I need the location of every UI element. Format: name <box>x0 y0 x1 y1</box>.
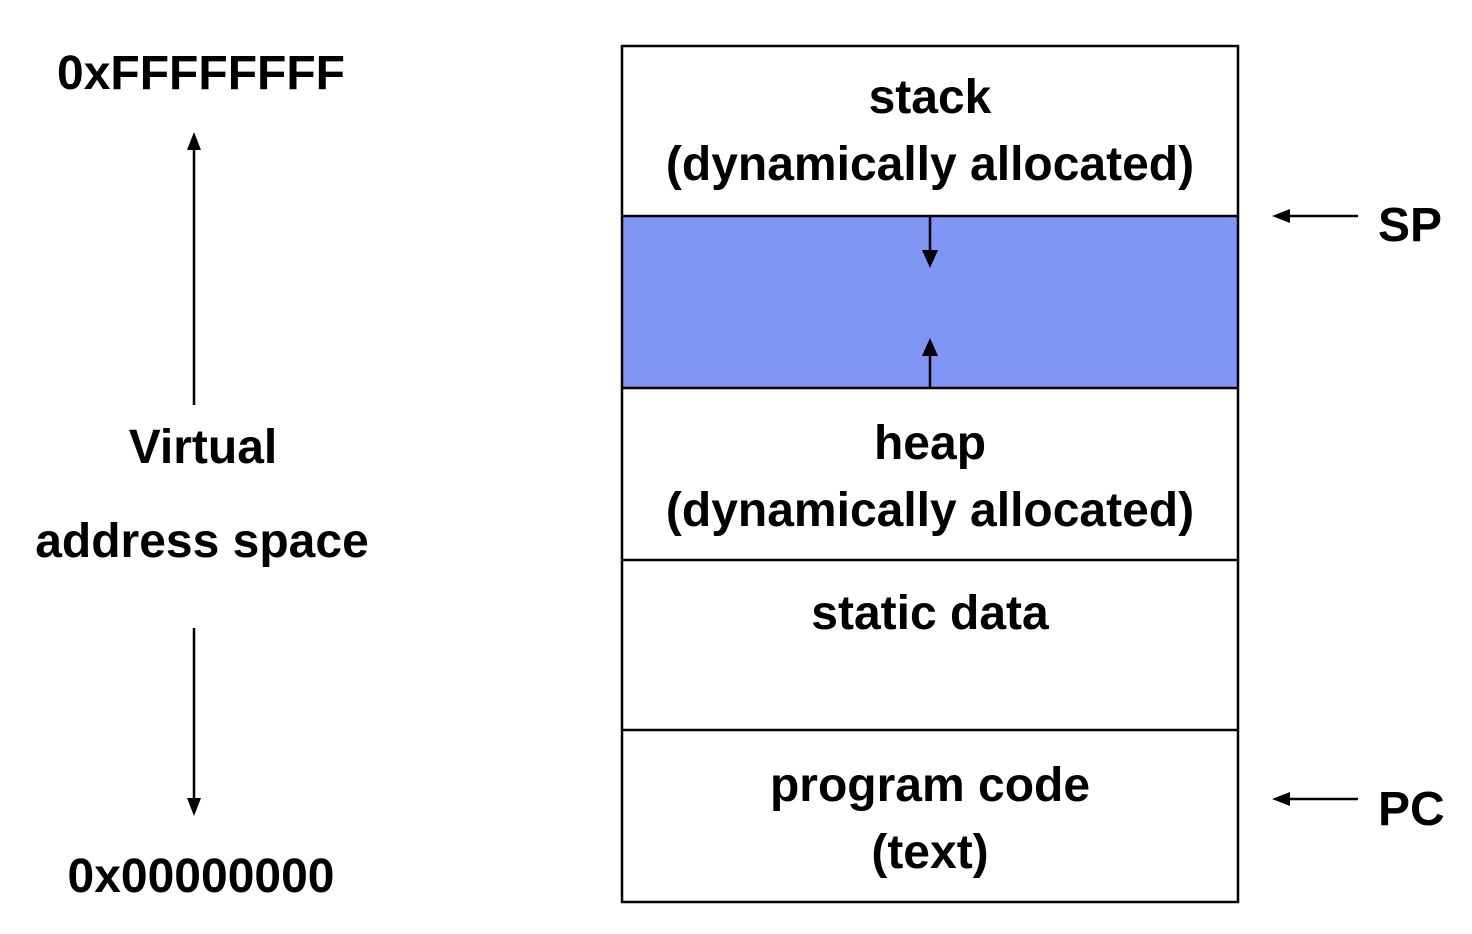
segment-code-title: program code <box>769 759 1091 812</box>
segment-stack-note: (dynamically allocated) <box>665 138 1195 191</box>
pc-register-label: PC <box>1378 783 1445 836</box>
sp-register-label: SP <box>1378 199 1443 252</box>
bottom-address-label: 0x00000000 <box>67 850 335 903</box>
axis-title-line1: Virtual <box>128 421 278 474</box>
segment-stack: stack (dynamically allocated) <box>622 46 1238 216</box>
segment-heap-title: heap <box>873 417 987 470</box>
axis-title-line2: address space <box>35 515 369 568</box>
memory-outline <box>620 44 1240 904</box>
stack-growth-arrow-icon <box>922 216 938 268</box>
segment-heap: heap (dynamically allocated) <box>622 388 1238 560</box>
axis-up-arrow-icon <box>187 132 201 405</box>
segment-static-title: static data <box>811 587 1049 640</box>
segment-heap-note: (dynamically allocated) <box>665 484 1195 537</box>
segment-program-code: program code (text) <box>622 730 1238 902</box>
top-address-label: 0xFFFFFFFF <box>57 47 345 100</box>
segment-code-note: (text) <box>871 826 989 879</box>
segment-static-data: static data <box>622 560 1238 730</box>
pc-pointer-arrow-icon <box>1272 792 1358 806</box>
segment-stack-title: stack <box>868 71 992 124</box>
heap-growth-arrow-icon <box>922 338 938 388</box>
sp-pointer-arrow-icon <box>1272 209 1358 223</box>
axis-down-arrow-icon <box>187 628 201 816</box>
